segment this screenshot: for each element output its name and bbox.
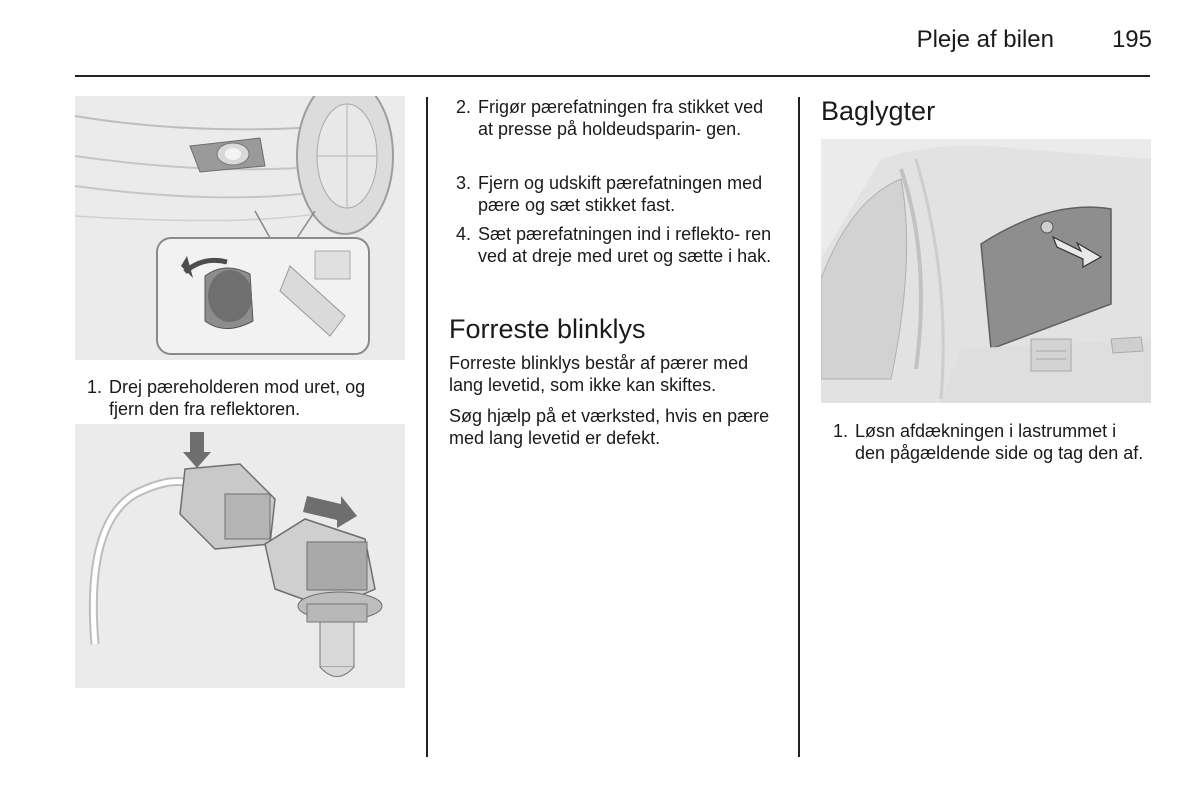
step-number: 1.	[87, 377, 103, 397]
paragraph-forreste-blinklys-1: Forreste blinklys består af pærer med la…	[449, 353, 749, 395]
heading-baglygter: Baglygter	[821, 96, 936, 126]
step-number: 2.	[456, 97, 472, 117]
column2-step-4: 4. Sæt pærefatningen ind i reflekto- ren…	[456, 223, 778, 267]
column3-step-1: 1. Løsn afdækningen i lastrummet i den p…	[833, 420, 1151, 464]
figure-fog-light-bulb-holder	[75, 96, 405, 360]
column2-step-2: 2. Frigør pærefatningen fra stikket ved …	[456, 96, 778, 140]
step-number: 1.	[833, 421, 849, 441]
step-number: 3.	[456, 173, 472, 193]
heading-forreste-blinklys: Forreste blinklys	[449, 314, 646, 344]
column1-step-1: 1. Drej pæreholderen mod uret, og fjern …	[87, 376, 399, 420]
figure-connector-and-socket	[75, 424, 405, 688]
figure-trunk-cover	[821, 139, 1151, 403]
header-divider	[75, 75, 1150, 77]
column-divider-left	[426, 97, 428, 757]
page-number: 195	[1111, 26, 1152, 53]
step-text: Løsn afdækningen i lastrummet i den pågæ…	[855, 421, 1144, 463]
column-divider-right	[798, 97, 800, 757]
step-text: Fjern og udskift pærefatningen med pære …	[478, 173, 763, 215]
step-text: Sæt pærefatningen ind i reflekto- ren ve…	[478, 224, 772, 266]
step-text: Drej pæreholderen mod uret, og fjern den…	[109, 377, 366, 419]
step-number: 4.	[456, 224, 472, 244]
column2-step-3: 3. Fjern og udskift pærefatningen med pæ…	[456, 172, 778, 216]
step-text: Frigør pærefatningen fra stikket ved at …	[478, 97, 764, 139]
section-title: Pleje af bilen	[916, 26, 1054, 53]
paragraph-forreste-blinklys-2: Søg hjælp på et værksted, hvis en pære m…	[449, 406, 770, 448]
